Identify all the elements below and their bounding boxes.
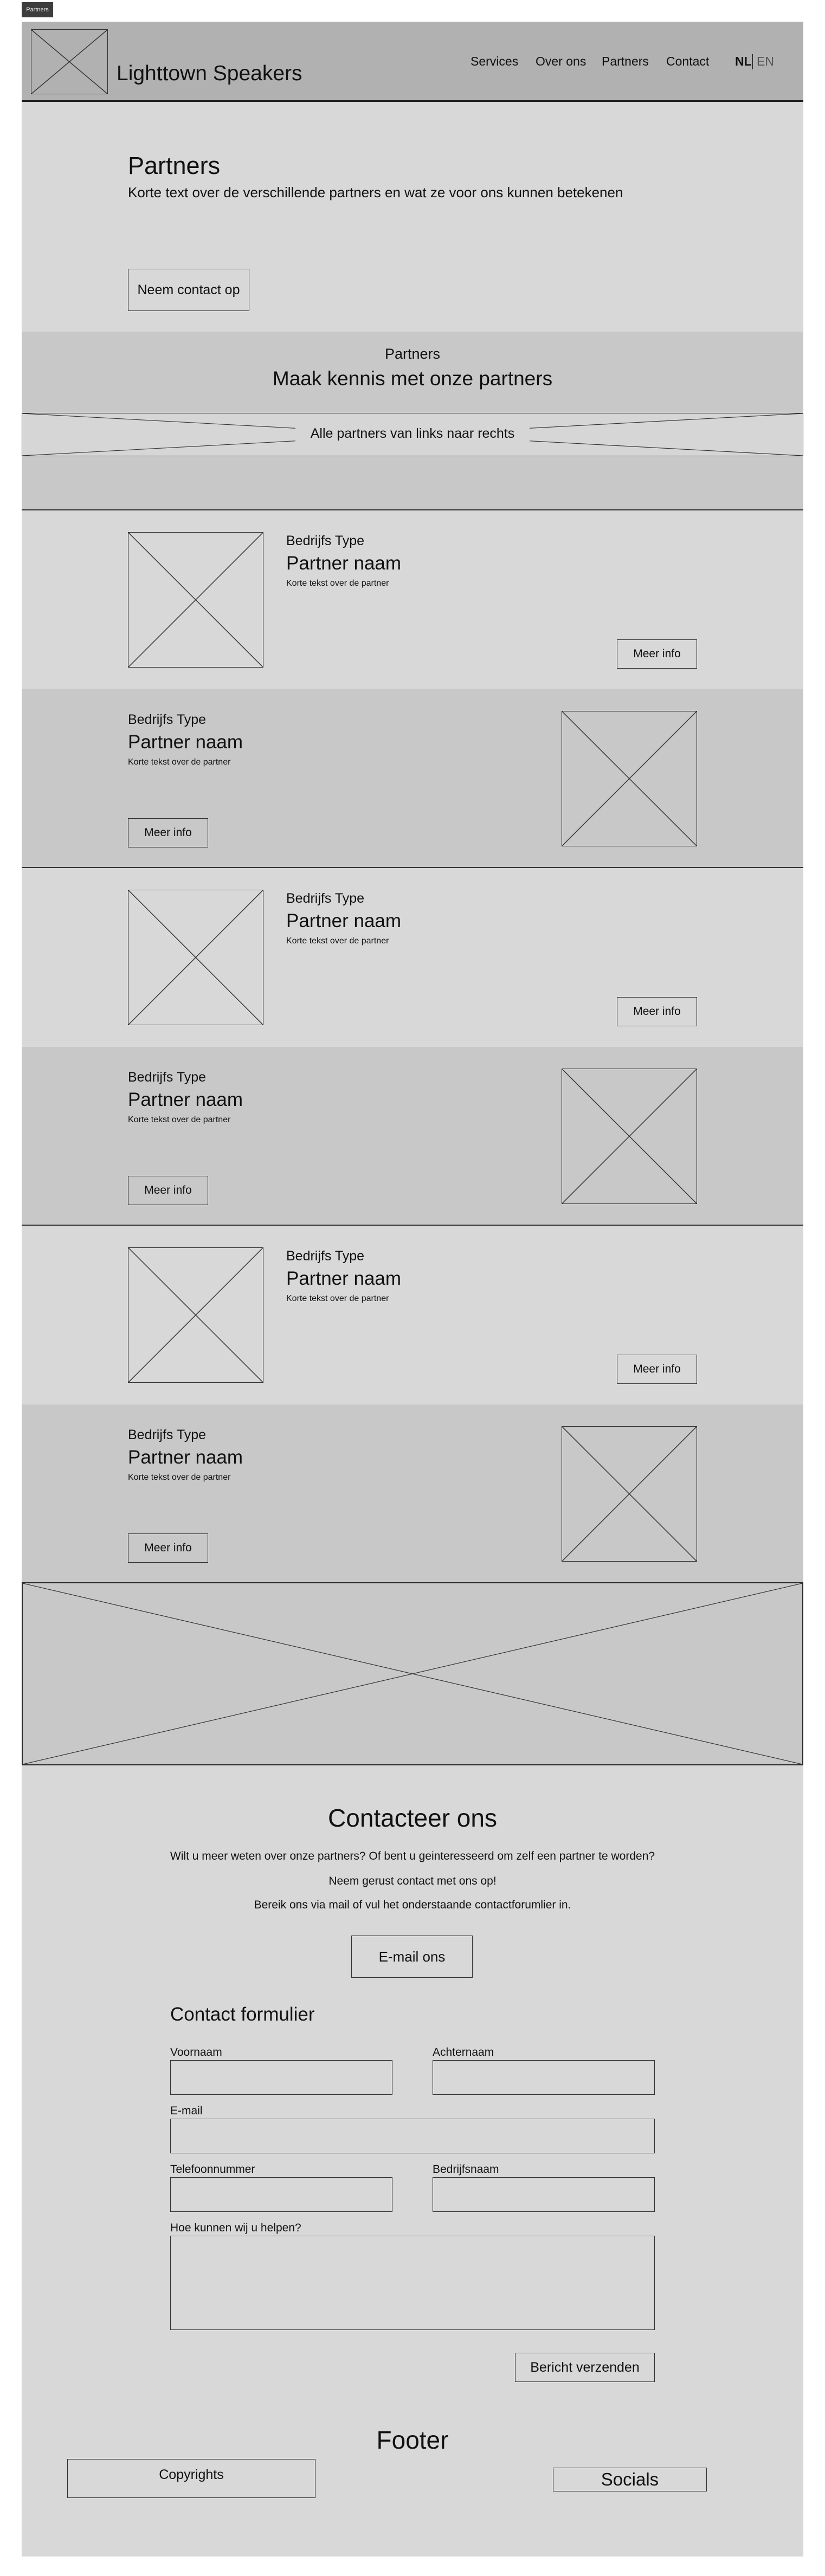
section-divider: [22, 509, 803, 510]
partner-image-6: [562, 1426, 697, 1562]
form-title: Contact formulier: [170, 2004, 315, 2025]
footer-title: Footer: [376, 2426, 449, 2454]
partner-row-5: [22, 1226, 803, 1404]
contact-text-line-2: Neem gerust contact met ons op!: [328, 1875, 497, 1887]
hero-title: Partners: [128, 152, 221, 179]
partner-name-2: Partner naam: [128, 732, 243, 753]
partner-name-3: Partner naam: [286, 910, 402, 931]
partner-desc-4: Korte tekst over de partner: [128, 1115, 231, 1124]
partner-image-1: [128, 532, 263, 668]
partner-desc-2: Korte tekst over de partner: [128, 758, 231, 767]
partner-row-3: [22, 868, 803, 1047]
partner-type-4: Bedrijfs Type: [128, 1070, 207, 1085]
contact-text-line-3: Bereik ons via mail of vul het onderstaa…: [254, 1899, 571, 1911]
partner-more-info-button-6[interactable]: Meer info: [128, 1533, 208, 1563]
nav-contact[interactable]: Contact: [666, 54, 710, 68]
contact-text-line-1: Wilt u meer weten over onze partners? Of…: [170, 1850, 655, 1862]
partners-slider-caption: Alle partners van links naar rechts: [295, 424, 530, 443]
last-name-label: Achternaam: [433, 2046, 494, 2059]
email-us-button[interactable]: E-mail ons: [351, 1936, 473, 1978]
partner-name-4: Partner naam: [128, 1089, 243, 1110]
socials-box[interactable]: Socials: [553, 2468, 707, 2491]
send-message-button[interactable]: Bericht verzenden: [515, 2353, 655, 2382]
partner-desc-1: Korte tekst over de partner: [286, 579, 389, 588]
message-label: Hoe kunnen wij u helpen?: [170, 2222, 301, 2234]
site-header: [22, 22, 803, 102]
email-field[interactable]: [170, 2119, 655, 2153]
last-name-field[interactable]: [433, 2060, 655, 2095]
partner-more-info-button-3[interactable]: Meer info: [617, 997, 697, 1026]
nav-partners[interactable]: Partners: [602, 54, 649, 68]
partner-more-info-button-1[interactable]: Meer info: [617, 639, 697, 669]
email-label: E-mail: [170, 2105, 203, 2117]
partner-type-1: Bedrijfs Type: [286, 533, 365, 548]
company-label: Bedrijfsnaam: [433, 2163, 499, 2176]
hero-contact-button[interactable]: Neem contact op: [128, 269, 249, 311]
nav-over-ons[interactable]: Over ons: [536, 54, 586, 68]
partner-name-5: Partner naam: [286, 1268, 402, 1289]
banner-image-placeholder: [22, 1582, 803, 1765]
partner-more-info-button-5[interactable]: Meer info: [617, 1355, 697, 1384]
copyrights-box: Copyrights: [67, 2459, 315, 2498]
message-textarea[interactable]: [170, 2236, 655, 2330]
frame-tab-label: Partners: [22, 2, 53, 17]
company-field[interactable]: [433, 2177, 655, 2212]
partner-name-1: Partner naam: [286, 553, 402, 574]
section-divider: [22, 1225, 803, 1226]
partner-type-3: Bedrijfs Type: [286, 891, 365, 906]
partner-more-info-button-4[interactable]: Meer info: [128, 1176, 208, 1205]
lang-en[interactable]: EN: [757, 54, 774, 68]
phone-label: Telefoonnummer: [170, 2163, 255, 2176]
partner-desc-3: Korte tekst over de partner: [286, 936, 389, 946]
partner-row-1: [22, 510, 803, 689]
partner-row-6: [22, 1404, 803, 1583]
hero-subtitle: Korte text over de verschillende partner…: [128, 184, 623, 200]
partner-row-4: [22, 1047, 803, 1226]
brand-name[interactable]: Lighttown Speakers: [117, 62, 302, 85]
partners-eyebrow: Partners: [384, 346, 441, 362]
logo-placeholder[interactable]: [31, 29, 108, 94]
lang-nl[interactable]: NL: [735, 54, 752, 68]
nav-services[interactable]: Services: [470, 54, 519, 68]
partner-desc-6: Korte tekst over de partner: [128, 1473, 231, 1482]
partner-image-2: [562, 711, 697, 846]
first-name-field[interactable]: [170, 2060, 392, 2095]
phone-field[interactable]: [170, 2177, 392, 2212]
partner-image-5: [128, 1247, 263, 1383]
first-name-label: Voornaam: [170, 2046, 222, 2059]
contact-title: Contacteer ons: [328, 1804, 497, 1832]
partners-intro-title: Maak kennis met onze partners: [272, 367, 553, 390]
partner-image-4: [562, 1069, 697, 1204]
lang-divider: [752, 54, 753, 69]
partner-desc-5: Korte tekst over de partner: [286, 1294, 389, 1303]
section-divider: [22, 867, 803, 868]
partner-more-info-button-2[interactable]: Meer info: [128, 818, 208, 847]
partner-row-2: [22, 689, 803, 868]
partner-name-6: Partner naam: [128, 1447, 243, 1468]
partner-image-3: [128, 890, 263, 1025]
partner-type-5: Bedrijfs Type: [286, 1248, 365, 1264]
partner-type-2: Bedrijfs Type: [128, 712, 207, 727]
partner-type-6: Bedrijfs Type: [128, 1427, 207, 1442]
